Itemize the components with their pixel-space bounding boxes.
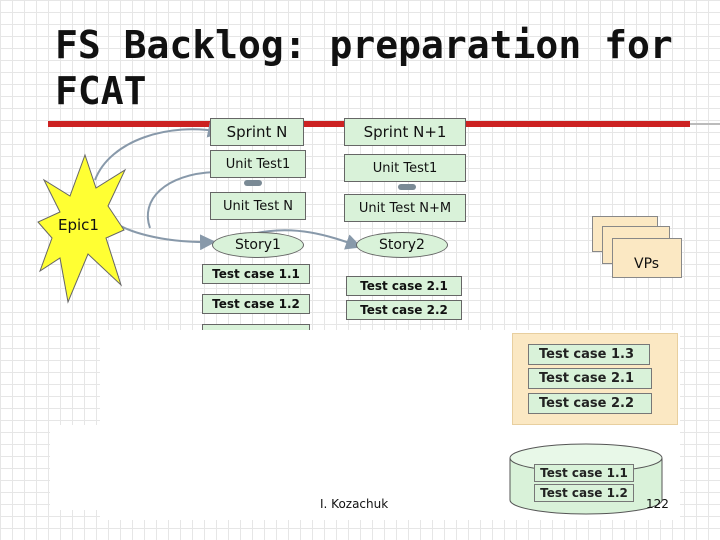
test-case-2-1-box: Test case 2.1 — [346, 276, 462, 296]
unit-test-1-left: Unit Test1 — [210, 150, 306, 178]
test-case-1-1-label: Test case 1.1 — [212, 267, 300, 281]
sprint-n-plus-1-label: Sprint N+1 — [363, 123, 447, 141]
test-case-2-2-box: Test case 2.2 — [346, 300, 462, 320]
vp-sheet-front — [612, 238, 682, 278]
arrow-unit-test-curve — [146, 171, 216, 229]
panel-test-case-1-3-label: Test case 1.3 — [539, 347, 635, 362]
page-number: 122 — [646, 497, 669, 511]
white-overlay-left — [50, 425, 110, 510]
story1-label: Story1 — [235, 237, 281, 253]
test-case-2-1-label: Test case 2.1 — [360, 279, 448, 293]
panel-test-case-2-1: Test case 2.1 — [528, 368, 652, 389]
test-case-1-2-label: Test case 1.2 — [212, 297, 300, 311]
author-footer: I. Kozachuk — [320, 497, 389, 511]
slide-title: FS Backlog: preparation for FCAT — [55, 23, 673, 113]
story1-ellipse: Story1 — [212, 232, 304, 258]
vps-label: VPs — [634, 256, 660, 272]
story2-ellipse: Story2 — [356, 232, 448, 258]
test-case-1-2-box: Test case 1.2 — [202, 294, 310, 314]
epic-label: Epic1 — [58, 216, 99, 234]
panel-test-case-2-2: Test case 2.2 — [528, 393, 652, 414]
unit-test-n-m-right: Unit Test N+M — [344, 194, 466, 222]
title-underline-extension — [690, 123, 720, 125]
sprint-n-plus-1-box: Sprint N+1 — [344, 118, 466, 146]
unit-test-n-m-right-label: Unit Test N+M — [358, 200, 452, 216]
panel-test-case-2-1-label: Test case 2.1 — [539, 371, 635, 386]
unit-test-1-right-label: Unit Test1 — [372, 160, 438, 176]
test-case-1-1-box: Test case 1.1 — [202, 264, 310, 284]
ellipsis-marker-right — [398, 184, 416, 190]
panel-test-case-2-2-label: Test case 2.2 — [539, 396, 635, 411]
sprint-n-label: Sprint N — [226, 123, 288, 141]
unit-test-n-left-label: Unit Test N — [222, 198, 294, 214]
epic-star-shape — [37, 153, 127, 304]
ellipsis-marker-left — [244, 180, 262, 186]
db-test-case-1-1-label: Test case 1.1 — [540, 466, 628, 480]
db-test-case-1-1: Test case 1.1 — [534, 464, 634, 482]
arrow-to-sprint — [94, 121, 224, 181]
unit-test-1-right: Unit Test1 — [344, 154, 466, 182]
unit-test-n-left: Unit Test N — [210, 192, 306, 220]
sprint-n-box: Sprint N — [210, 118, 304, 146]
db-test-case-1-2: Test case 1.2 — [534, 484, 634, 502]
db-test-case-1-2-label: Test case 1.2 — [540, 486, 628, 500]
test-case-2-2-label: Test case 2.2 — [360, 303, 448, 317]
panel-test-case-1-3: Test case 1.3 — [528, 344, 650, 365]
story2-label: Story2 — [379, 237, 425, 253]
unit-test-1-left-label: Unit Test1 — [225, 156, 291, 172]
